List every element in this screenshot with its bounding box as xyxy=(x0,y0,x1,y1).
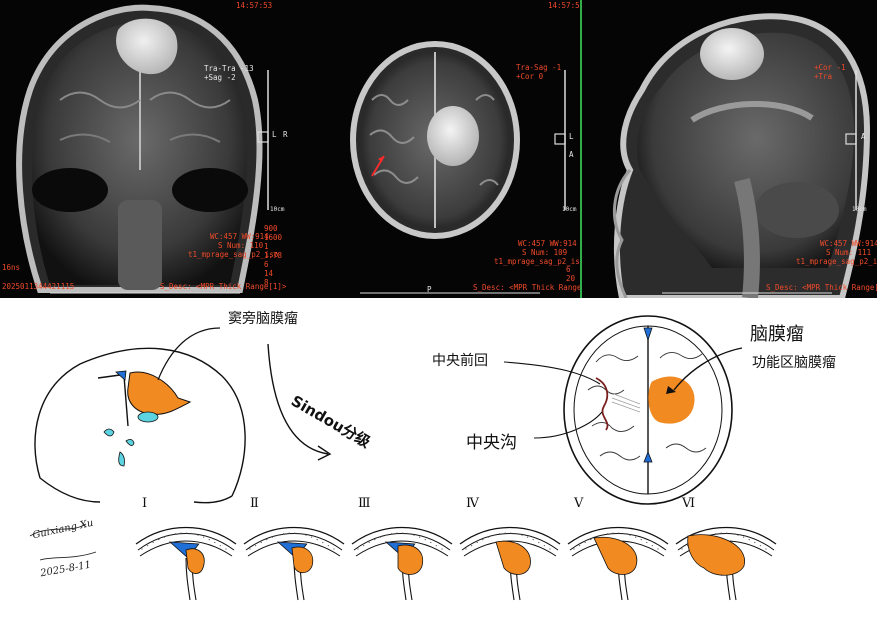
coronal-wc-ww: WC:457 WW:914 xyxy=(210,232,269,241)
grade-label-6: Ⅵ xyxy=(682,496,696,511)
sindou-grades xyxy=(135,527,777,601)
signature-flourish xyxy=(29,523,97,561)
axial-scale-cm: 10cm xyxy=(562,206,577,213)
sagittal-seq: t1_mprage_sag_p2_iso xyxy=(796,257,877,266)
axial-val-20: 20 xyxy=(566,274,576,283)
sindou-grade-2 xyxy=(243,527,345,601)
coronal-scale-r: R xyxy=(283,130,288,139)
sagittal-tra-tag2: +Tra xyxy=(814,72,833,81)
axial-tra-tag: Tra-Sag -1 xyxy=(516,63,562,72)
coronal-sdesc: S_Desc: <MPR Thick Range[1]> xyxy=(160,282,287,291)
sindou-arrow xyxy=(267,343,332,461)
label-functional: 功能区脑膜瘤 xyxy=(752,355,836,371)
coronal-image xyxy=(16,4,269,294)
sindou-grade-5 xyxy=(567,527,669,601)
coronal-tra-tag: Tra-Tra -13 xyxy=(204,64,254,73)
mri-strip: 14:57:53 Tra-Tra -13 +Sag -2 L R 10cm WC… xyxy=(0,0,877,298)
sindou-grade-1 xyxy=(135,527,237,601)
grade-label-5: Ⅴ xyxy=(574,496,584,511)
sagittal-scale-a: A xyxy=(861,132,866,141)
coronal-id: 2025011344421115 xyxy=(2,282,75,291)
falx-line xyxy=(123,375,129,427)
label-parasagittal: 窦旁脑膜瘤 xyxy=(228,311,298,327)
coronal-sketch xyxy=(34,327,246,504)
label-meningioma: 脑膜瘤 xyxy=(750,324,804,345)
sindou-grade-6 xyxy=(675,527,777,601)
sindou-grade-3 xyxy=(351,527,453,601)
grade-label-3: Ⅲ xyxy=(358,496,371,511)
mri-sagittal-panel: +Cor -1 +Tra A 10cm WC:457 WW:914 S Num:… xyxy=(582,0,877,298)
axial-seq: t1_mprage_sag_p2_iso xyxy=(494,257,580,266)
axial-sketch xyxy=(503,315,743,505)
axial-sdesc: S_Desc: <MPR Thick Range> xyxy=(473,283,580,292)
grade-label-2: Ⅱ xyxy=(250,496,259,511)
coronal-time: 14:57:53 xyxy=(236,1,273,10)
axial-image xyxy=(350,41,566,294)
sindou-grade-4 xyxy=(459,527,561,601)
label-precentral: 中央前回 xyxy=(432,353,488,369)
sagittal-sdesc: S_Desc: <MPR Thick Range[2]> xyxy=(766,283,877,292)
axial-tra-tag2: +Cor 0 xyxy=(516,72,544,81)
mri-axial-panel: 14:57:53 Tra-Sag -1 +Cor 0 L A 10cm WC:4… xyxy=(290,0,580,298)
sagittal-snum: S Num: 111 xyxy=(826,248,872,257)
grade-label-4: Ⅳ xyxy=(466,496,479,511)
green-separator xyxy=(580,0,582,298)
axial-mark-p: P xyxy=(427,285,432,294)
sagittal-scale-cm: 10cm xyxy=(852,206,867,213)
axial-scale-l: L xyxy=(569,132,574,141)
coronal-row-values: 900 1600 1 1.78 6 14 8 xyxy=(264,224,283,287)
coronal-seq: t1_mprage_sag_p2_iso xyxy=(188,250,279,259)
coronal-scale-l: L xyxy=(272,130,277,139)
label-central-sulcus: 中央沟 xyxy=(466,433,517,453)
illustration-svg xyxy=(29,315,777,601)
coronal-scale-cm: 10cm xyxy=(270,206,285,213)
sinus-triangle xyxy=(115,370,127,381)
functional-tumor xyxy=(648,376,695,424)
coronal-tra-tag2: +Sag -2 xyxy=(204,73,236,82)
sagittal-wc-ww: WC:457 WW:914 xyxy=(820,239,877,248)
axial-time: 14:57:53 xyxy=(548,1,580,10)
axial-scale-a: A xyxy=(569,150,574,159)
axial-val-6: 6 xyxy=(566,265,571,274)
sagittal-tra-tag: +Cor -1 xyxy=(814,63,846,72)
illustration-area: 窦旁脑膜瘤 Sindou分级 中央前回 中央沟 脑膜瘤 功能区脑膜瘤 Ⅰ Ⅱ Ⅲ… xyxy=(0,298,877,620)
axial-snum: S Num: 109 xyxy=(522,248,568,257)
coronal-snum: S Num: 110 xyxy=(218,241,264,250)
parasagittal-tumor xyxy=(127,371,192,415)
sagittal-image xyxy=(612,13,871,298)
axial-wc-ww: WC:457 WW:914 xyxy=(518,239,577,248)
mri-coronal-panel: 14:57:53 Tra-Tra -13 +Sag -2 L R 10cm WC… xyxy=(0,0,290,298)
grade-label-1: Ⅰ xyxy=(142,496,148,511)
coronal-left-tag: 16ns xyxy=(2,263,21,272)
